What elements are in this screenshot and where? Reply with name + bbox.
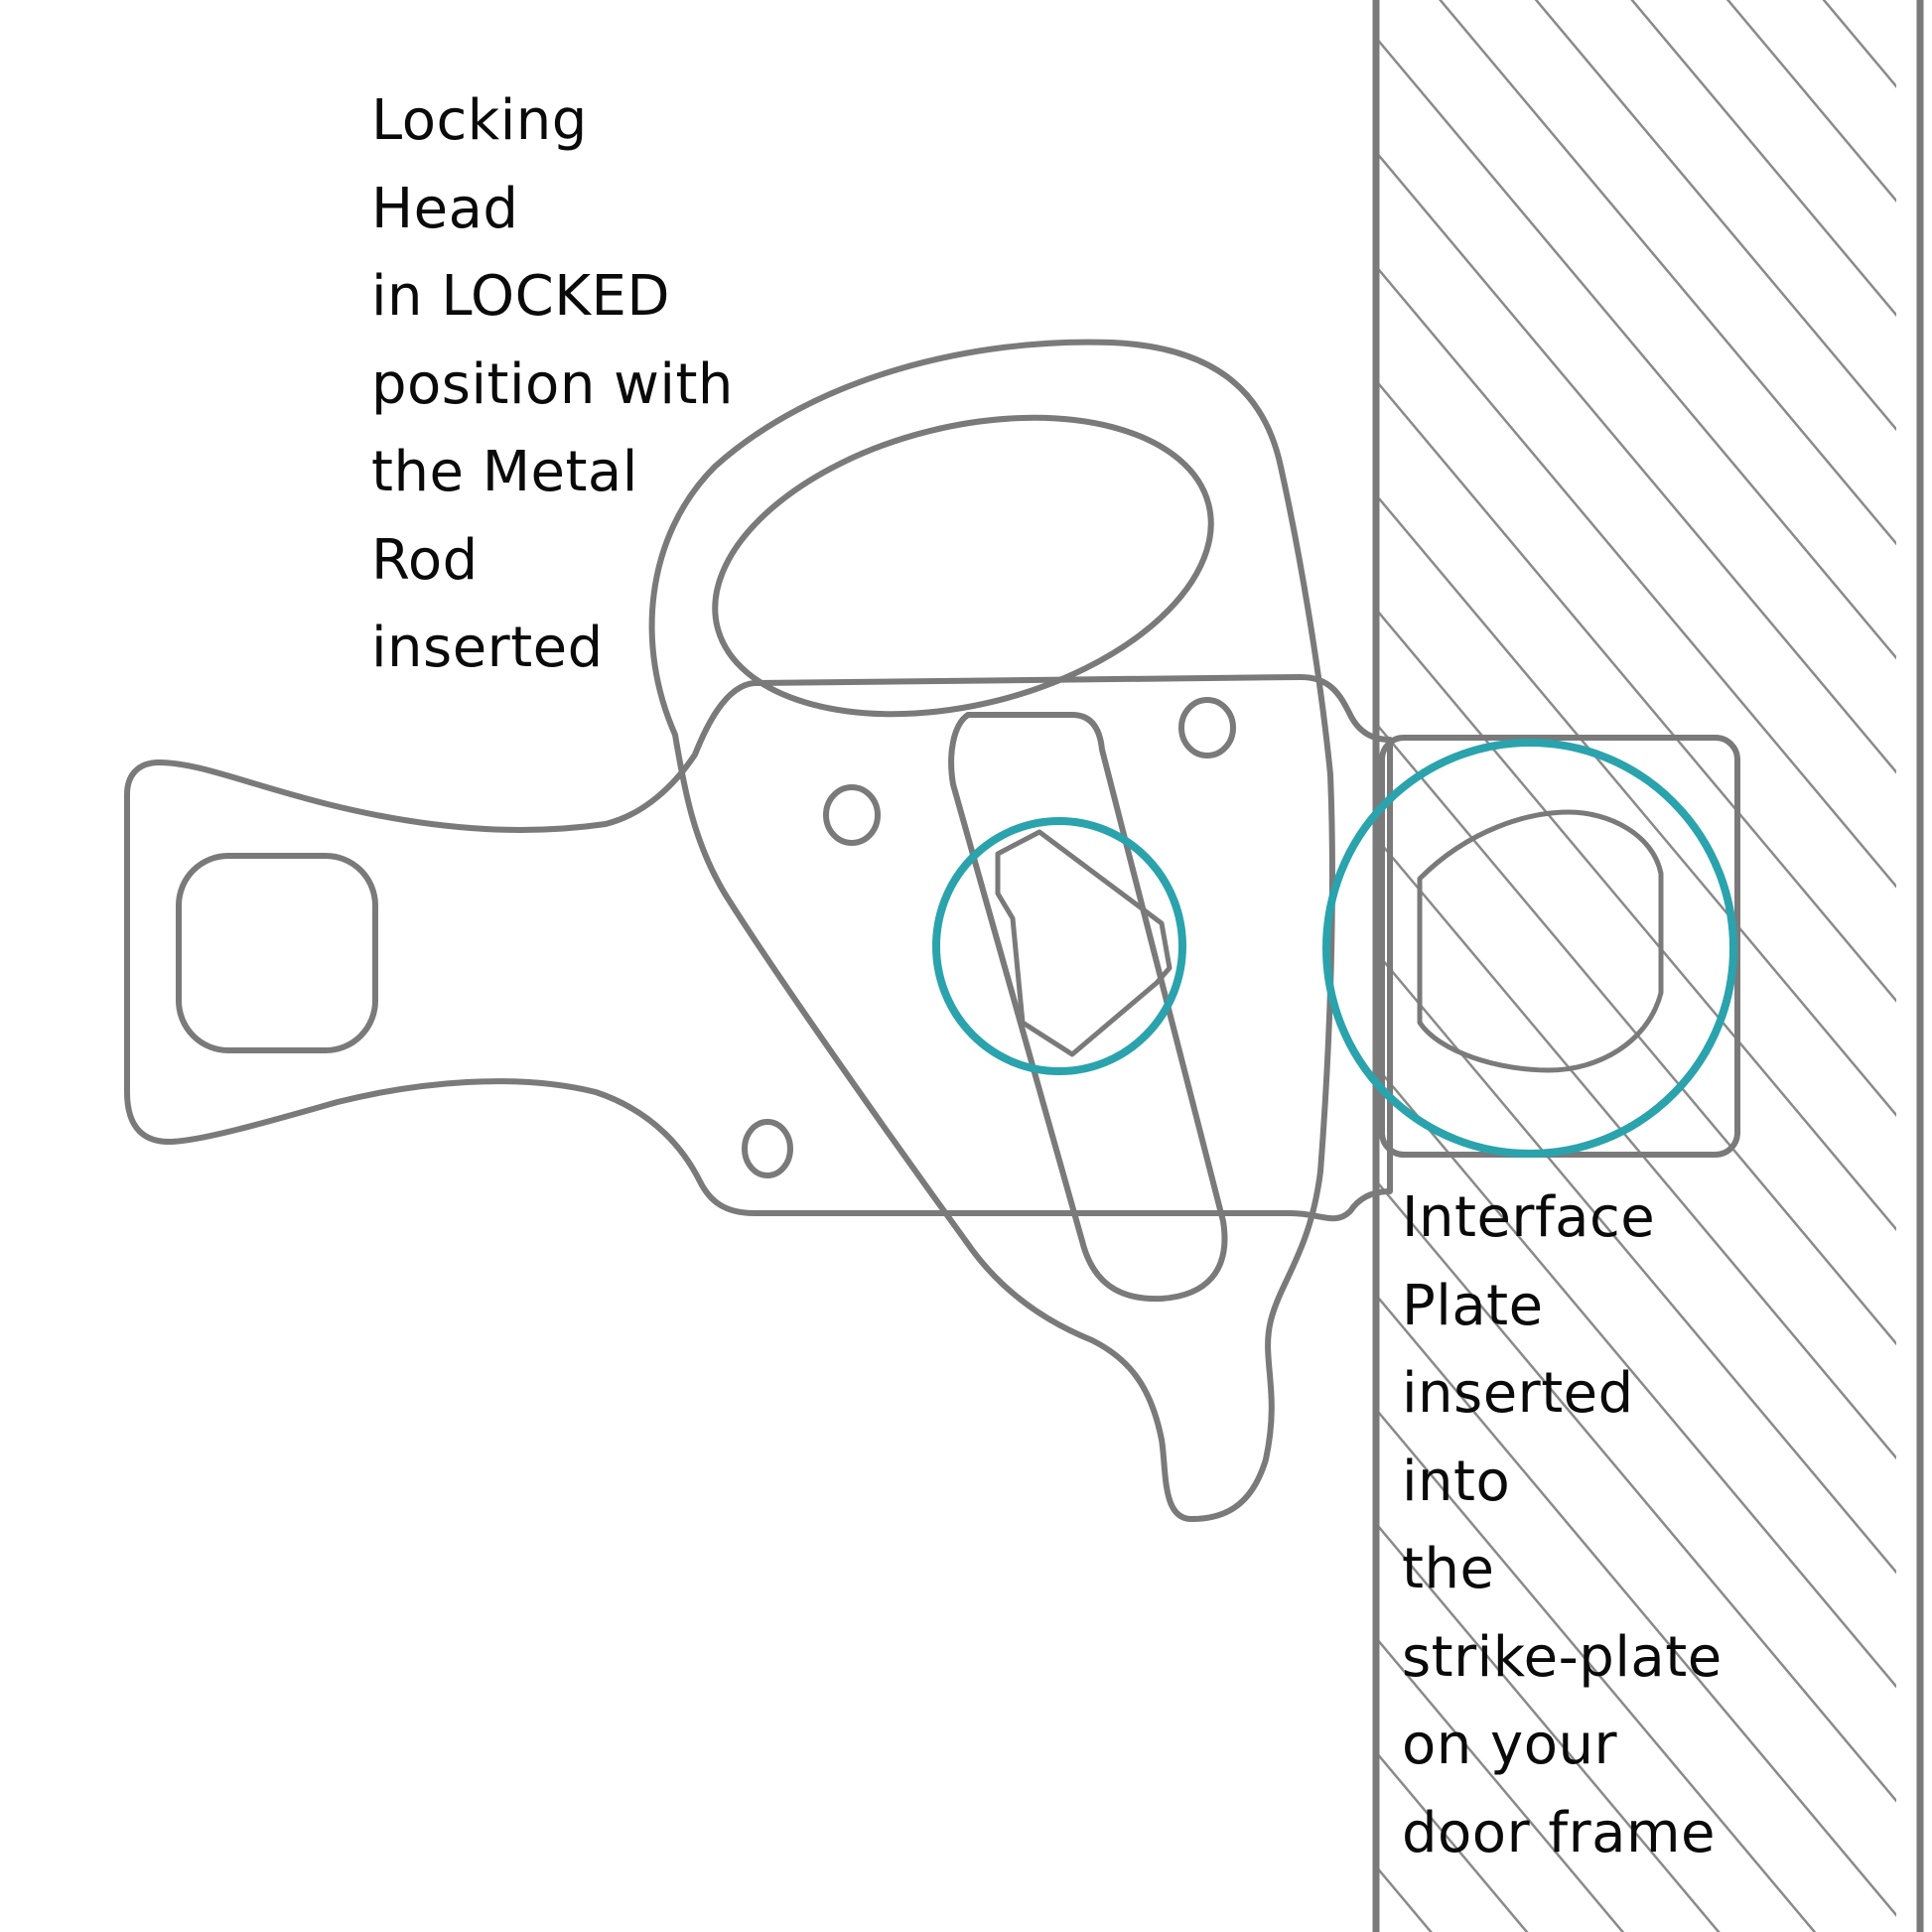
label-line: the	[1402, 1537, 1495, 1601]
lock-body-outline	[124, 674, 1393, 1222]
label-line: into	[1402, 1449, 1511, 1514]
mount-hole-middle	[823, 784, 881, 846]
label-line: position with	[371, 351, 734, 417]
mount-hole-upper	[1178, 697, 1236, 759]
locking-head-label: Locking Head in LOCKED position with the…	[371, 77, 734, 693]
label-line: Interface	[1402, 1185, 1656, 1250]
locking-head-highlight-circle	[932, 817, 1186, 1075]
label-line: on your	[1402, 1713, 1617, 1777]
strike-plate-opening	[1417, 809, 1664, 1073]
label-line: in LOCKED	[371, 264, 670, 329]
label-line: inserted	[371, 616, 604, 680]
label-line: Head	[371, 176, 519, 241]
lever-grip-hole	[712, 414, 1214, 718]
metal-rod-slot	[948, 712, 1228, 1303]
label-line: door frame	[1402, 1800, 1716, 1865]
interface-plate-highlight-circle	[1322, 739, 1737, 1158]
handle-square-hole	[176, 853, 378, 1053]
interface-plate-label: Interface Plate inserted into the strike…	[1402, 1174, 1723, 1877]
locking-head-lever	[648, 339, 1335, 1522]
mount-hole-lower	[742, 1119, 793, 1178]
door-frame	[1372, 0, 1924, 1932]
label-line: Locking	[371, 88, 588, 153]
label-line: inserted	[1402, 1361, 1634, 1426]
metal-rod-head	[995, 829, 1173, 1057]
label-line: the Metal	[371, 440, 638, 504]
label-line: Plate	[1402, 1273, 1544, 1338]
label-line: Rod	[371, 527, 479, 593]
label-line: strike-plate	[1402, 1624, 1723, 1690]
